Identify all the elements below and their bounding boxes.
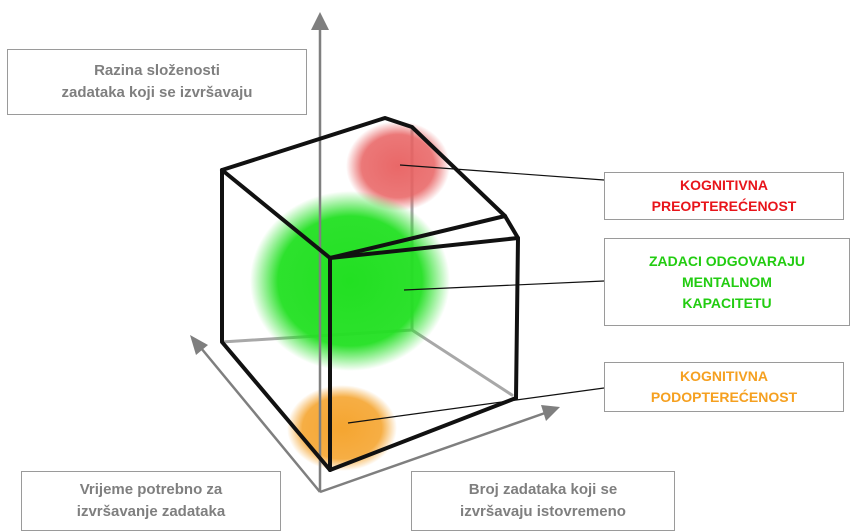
cube-top-face [220, 116, 507, 260]
overload-label-line-1: KOGNITIVNA [680, 177, 768, 193]
overload-label-line-2: PREOPTEREĆENOST [651, 198, 797, 214]
match-label-line-3: KAPACITETU [682, 294, 772, 311]
right-axis-arrowhead [541, 405, 560, 421]
overload-label: KOGNITIVNA PREOPTEREĆENOST [604, 172, 844, 220]
cube-top-front-edge [328, 236, 520, 260]
cube-right-edge [503, 214, 520, 400]
leader-lines [347, 164, 605, 424]
right-axis-label-line-1: Broj zadataka koji se [468, 481, 618, 498]
cube-outline [220, 116, 520, 472]
right-axis-line [319, 411, 546, 494]
left-axis-label-line-1: Vrijeme potrebno za [79, 481, 223, 498]
cube-front-outline [220, 168, 518, 472]
left-axis-label: Vrijeme potrebno za izvršavanje zadataka [21, 471, 281, 531]
leader-overload [399, 164, 605, 181]
underload-blob [287, 385, 397, 471]
hidden-edge-right [410, 328, 514, 397]
match-label: ZADACI ODGOVARAJU MENTALNOM KAPACITETU [604, 238, 850, 326]
match-label-line-1: ZADACI ODGOVARAJU [648, 252, 806, 269]
match-label-line-2: MENTALNOM [682, 273, 772, 290]
right-axis-label: Broj zadataka koji se izvršavaju istovre… [411, 471, 675, 531]
left-axis-label-line-2: izvršavanje zadataka [76, 503, 226, 520]
vertical-axis-label-line-1: Razina složenosti [94, 62, 220, 79]
leader-match [403, 280, 605, 291]
vertical-axis-label-line-2: zadataka koji se izvršavaju [61, 84, 253, 101]
axes [190, 12, 560, 494]
left-axis-arrowhead [190, 335, 208, 355]
overload-blob [346, 121, 450, 211]
underload-label-line-2: PODOPTEREĆENOST [650, 389, 798, 405]
vertical-axis-arrowhead [311, 12, 329, 30]
vertical-axis-label: Razina složenosti zadataka koji se izvrš… [7, 49, 307, 115]
underload-label: KOGNITIVNA PODOPTEREĆENOST [604, 362, 844, 412]
right-axis-label-line-2: izvršavaju istovremeno [460, 503, 626, 520]
underload-label-line-1: KOGNITIVNA [680, 368, 768, 384]
left-axis-line [200, 347, 321, 493]
leader-underload [347, 387, 605, 424]
